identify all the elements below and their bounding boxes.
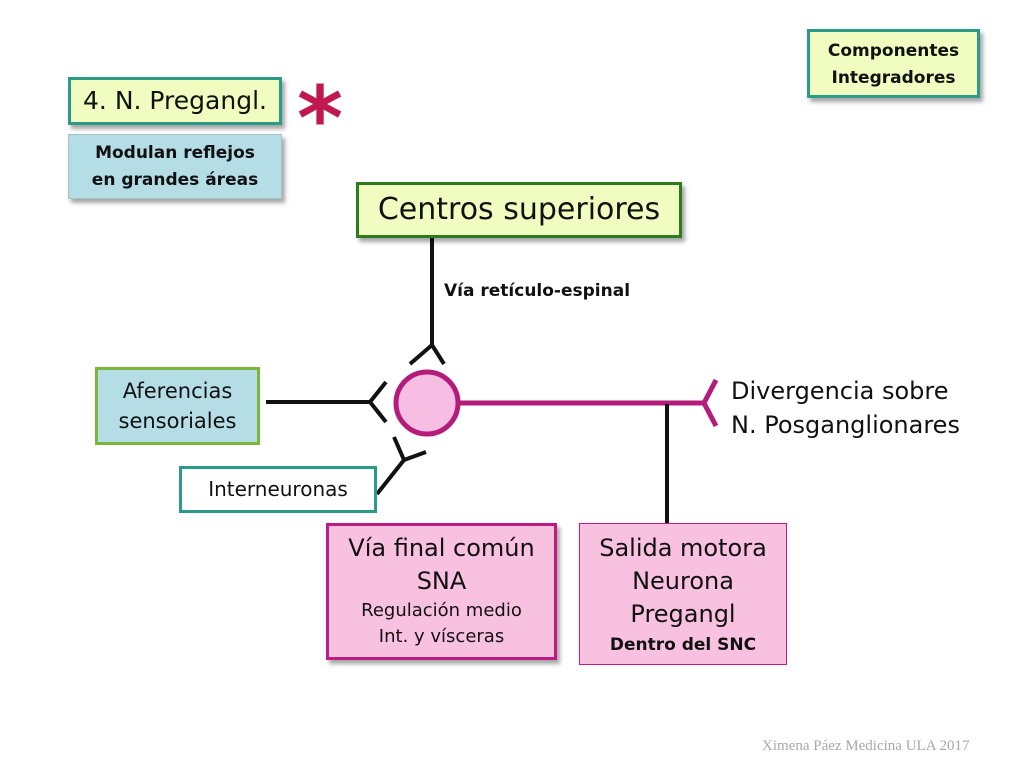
salida-line2: Neurona (632, 567, 734, 595)
salida-line1: Salida motora (599, 534, 767, 562)
aferencias-line2: sensoriales (118, 409, 237, 433)
via-reticulo-espinal-label: Vía retículo-espinal (444, 281, 631, 301)
modulan-reflejos-box: Modulan reflejos en grandes áreas (68, 134, 282, 199)
via-final-line4: Int. y vísceras (378, 626, 505, 647)
pregangl-title-box: 4. N. Pregangl. (68, 77, 282, 125)
preganglionic-neuron-soma (393, 369, 461, 437)
divergencia-line2: N. Posganglionares (731, 411, 960, 439)
modulan-line2: en grandes áreas (91, 170, 259, 190)
star-icon: * (297, 67, 343, 170)
salida-motora-box: Salida motora Neurona Pregangl Dentro de… (579, 523, 787, 665)
divergencia-line1: Divergencia sobre (731, 377, 949, 405)
componentes-line1: Componentes (827, 41, 960, 61)
interneuronas-box: Interneuronas (179, 466, 377, 513)
componentes-line2: Integradores (831, 68, 956, 88)
centros-superiores-box: Centros superiores (356, 182, 682, 238)
pregangl-title: 4. N. Pregangl. (83, 86, 267, 115)
reticulo-synapse-fork (408, 341, 446, 366)
axon-terminal-fork (701, 378, 719, 428)
via-final-line3: Regulación medio (361, 600, 522, 621)
interneuronas-label: Interneuronas (208, 477, 348, 501)
via-final-comun-box: Vía final común SNA Regulación medio Int… (326, 523, 557, 660)
interneuron-synapse-fork (392, 436, 427, 463)
aferencias-line1: Aferencias (122, 379, 233, 403)
modulan-line1: Modulan reflejos (95, 143, 255, 163)
divergencia-label: Divergencia sobre N. Posganglionares (731, 374, 960, 442)
footer-credit: Ximena Páez Medicina ULA 2017 (762, 738, 970, 754)
via-final-line2: SNA (416, 567, 467, 595)
centros-superiores-label: Centros superiores (377, 192, 661, 227)
afferent-synapse-fork (367, 380, 388, 424)
salida-line3: Pregangl (630, 600, 736, 628)
componentes-integradores-box: Componentes Integradores (807, 29, 980, 98)
aferencias-sensoriales-box: Aferencias sensoriales (95, 367, 260, 445)
interneuron-connector (375, 458, 406, 496)
via-final-line1: Vía final común (348, 534, 535, 562)
salida-line4: Dentro del SNC (609, 635, 757, 655)
